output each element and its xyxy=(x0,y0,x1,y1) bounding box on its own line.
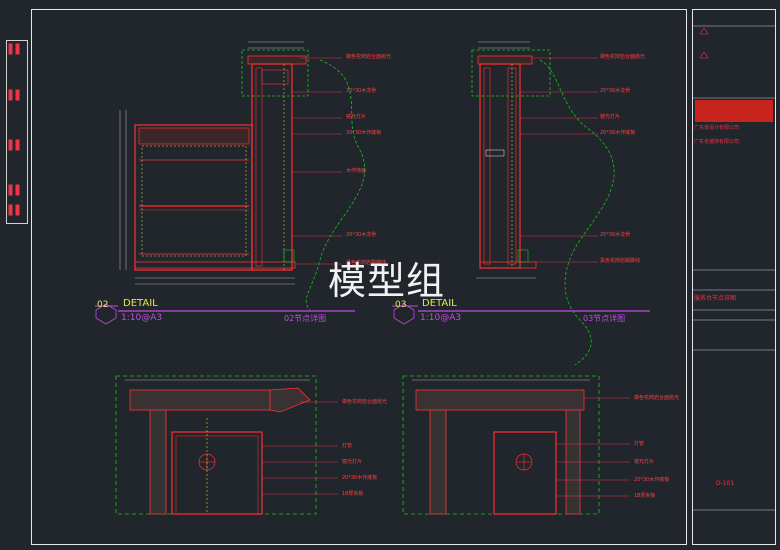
detail-02-heading: DETAIL xyxy=(123,298,158,309)
note-03-1: 做色花岗岩台面抛光 xyxy=(600,54,646,60)
note-pl-4: 20*30木作底板 xyxy=(342,475,378,481)
detail-02-section xyxy=(119,41,366,311)
note-02-5: 木作饰面 xyxy=(346,168,367,174)
note-pr-1: 做色花岗岩台面抛光 xyxy=(634,395,680,401)
note-02-2: 20*30木龙骨 xyxy=(346,88,377,94)
detail-02-badge: 02 xyxy=(97,300,109,310)
detail-02-caption: 02节点详图 xyxy=(284,314,327,323)
note-03-2: 20*30木龙骨 xyxy=(600,88,631,94)
note-pr-2: 灯管 xyxy=(634,441,645,447)
note-02-4: 20*30木作底板 xyxy=(346,130,382,136)
note-03-4: 20*30木作底板 xyxy=(600,130,636,136)
note-pl-1: 做色花岗岩台面抛光 xyxy=(342,399,388,405)
detail-03-scale: 1:10@A3 xyxy=(420,313,462,323)
note-02-7: 黑色花岗岩踢脚线 xyxy=(346,260,387,266)
note-pl-5: 18厚夹板 xyxy=(342,491,364,497)
note-pr-4: 20*30木作底板 xyxy=(634,477,670,483)
note-03-3: 镜光灯片 xyxy=(600,114,621,120)
watermark: 模型组 xyxy=(328,259,446,303)
detail-02-scale: 1:10@A3 xyxy=(121,313,163,323)
sheet-number: D-101 xyxy=(716,480,735,487)
company-logo xyxy=(695,100,773,122)
note-03-6: 黑色花岗岩踢脚线 xyxy=(600,258,641,264)
note-pl-2: 灯管 xyxy=(342,443,353,449)
plan-left xyxy=(115,375,338,515)
company-line-2: 广东省装饰有限公司 xyxy=(694,139,740,145)
note-02-3: 镜光灯片 xyxy=(346,114,367,120)
plan-right xyxy=(402,375,630,515)
note-pl-3: 镜光灯片 xyxy=(342,459,363,465)
note-pr-3: 镜光灯片 xyxy=(634,459,655,465)
detail-03-caption: 03节点详图 xyxy=(583,314,626,323)
drawing-frame xyxy=(31,9,687,545)
detail-03-section xyxy=(471,41,615,366)
note-pr-5: 18厚夹板 xyxy=(634,493,656,499)
note-02-1: 做色花岗岩台面抛光 xyxy=(346,54,392,60)
detail-02-label xyxy=(95,303,355,325)
revision-strip-marks xyxy=(8,43,20,216)
title-block xyxy=(692,9,776,545)
company-line-1: 广东省设计有限公司 xyxy=(694,125,740,131)
detail-03-badge: 03 xyxy=(395,300,407,310)
title-block-grid xyxy=(693,25,775,511)
note-03-5: 20*30木龙骨 xyxy=(600,232,631,238)
detail-03-label xyxy=(392,303,650,325)
drawing-name: 服务台节点详图 xyxy=(694,295,737,302)
detail-03-heading: DETAIL xyxy=(422,298,457,309)
revision-strip xyxy=(6,40,28,224)
note-02-6: 20*30木龙骨 xyxy=(346,232,377,238)
